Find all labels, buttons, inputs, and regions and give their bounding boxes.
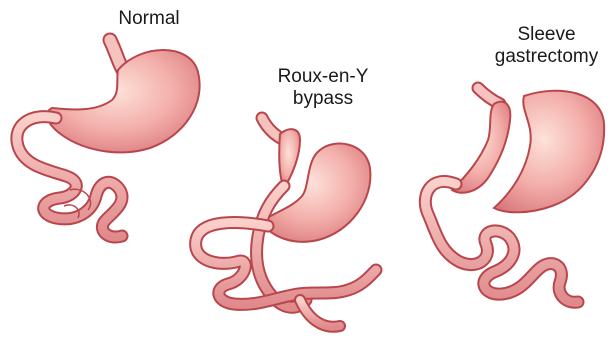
normal-anatomy (17, 40, 200, 237)
label-normal: Normal (104, 8, 194, 30)
label-sleeve-line2: gastrectomy (478, 46, 615, 68)
label-roux-en-y-line2: bypass (268, 88, 378, 110)
normal-stomach (47, 50, 199, 152)
label-sleeve-gastrectomy: Sleeve gastrectomy (478, 24, 615, 68)
rny-gastric-pouch (279, 129, 300, 188)
sleeve-anatomy (425, 88, 604, 302)
label-roux-en-y-line1: Roux-en-Y (268, 66, 378, 88)
label-sleeve-line1: Sleeve (478, 24, 615, 46)
roux-en-y-anatomy (196, 118, 376, 327)
label-roux-en-y: Roux-en-Y bypass (268, 66, 378, 110)
label-normal-text: Normal (118, 8, 179, 29)
sleeve-gastric-tube (452, 102, 510, 193)
